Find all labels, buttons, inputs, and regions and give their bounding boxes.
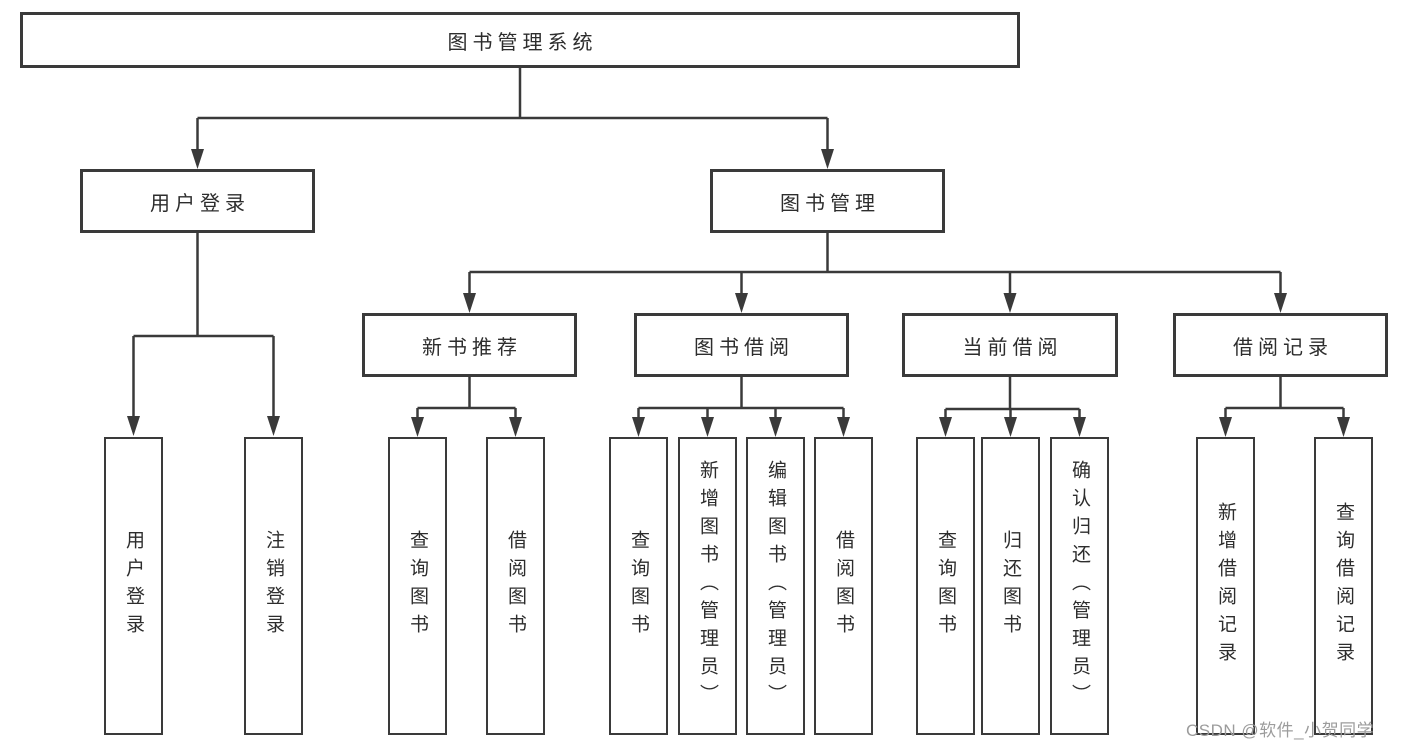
connector-book-borrowing-to-leaves bbox=[632, 377, 850, 437]
connector-book-management-to-level3 bbox=[463, 233, 1287, 313]
node-current-borrowing: 当前借阅 bbox=[902, 313, 1118, 377]
connector-root-to-level2 bbox=[191, 68, 834, 169]
connector-current-borrowing-to-leaves bbox=[939, 377, 1086, 437]
node-label: 图书管理 bbox=[780, 192, 880, 215]
node-return-book: 归还图书 bbox=[981, 437, 1040, 735]
connector-user-login-to-leaves bbox=[127, 233, 280, 436]
node-library-management-system: 图书管理系统 bbox=[20, 12, 1020, 68]
node-query-borrow-record: 查询借阅记录 bbox=[1314, 437, 1373, 735]
node-query-books-recommendation: 查询图书 bbox=[388, 437, 447, 735]
node-confirm-return-admin: 确认归还（管理员） bbox=[1050, 437, 1109, 735]
node-query-books-current: 查询图书 bbox=[916, 437, 975, 735]
connector-new-book-recommendation-to-leaves bbox=[411, 377, 522, 437]
node-book-borrowing: 图书借阅 bbox=[634, 313, 849, 377]
node-book-management: 图书管理 bbox=[710, 169, 945, 233]
node-label: 当前借阅 bbox=[962, 336, 1063, 359]
node-label: 用户登录 bbox=[150, 192, 250, 215]
node-logout: 注销登录 bbox=[244, 437, 303, 735]
node-label: 图书管理系统 bbox=[447, 31, 598, 54]
node-borrow-books-recommendation: 借阅图书 bbox=[486, 437, 545, 735]
node-new-book-recommendation: 新书推荐 bbox=[362, 313, 577, 377]
csdn-watermark: CSDN @软件_小贺同学 bbox=[1186, 721, 1375, 740]
node-borrowing-records: 借阅记录 bbox=[1173, 313, 1388, 377]
node-user-login: 用户登录 bbox=[80, 169, 315, 233]
node-user-login-action: 用户登录 bbox=[104, 437, 163, 735]
node-borrow-books: 借阅图书 bbox=[814, 437, 873, 735]
node-add-borrow-record: 新增借阅记录 bbox=[1196, 437, 1255, 735]
node-label: 新书推荐 bbox=[422, 336, 522, 359]
node-query-books-borrowing: 查询图书 bbox=[609, 437, 668, 735]
node-edit-book-admin: 编辑图书（管理员） bbox=[746, 437, 805, 735]
node-label: 图书借阅 bbox=[694, 336, 794, 359]
connector-borrowing-records-to-leaves bbox=[1219, 377, 1350, 437]
node-add-book-admin: 新增图书（管理员） bbox=[678, 437, 737, 735]
node-label: 借阅记录 bbox=[1233, 336, 1333, 359]
